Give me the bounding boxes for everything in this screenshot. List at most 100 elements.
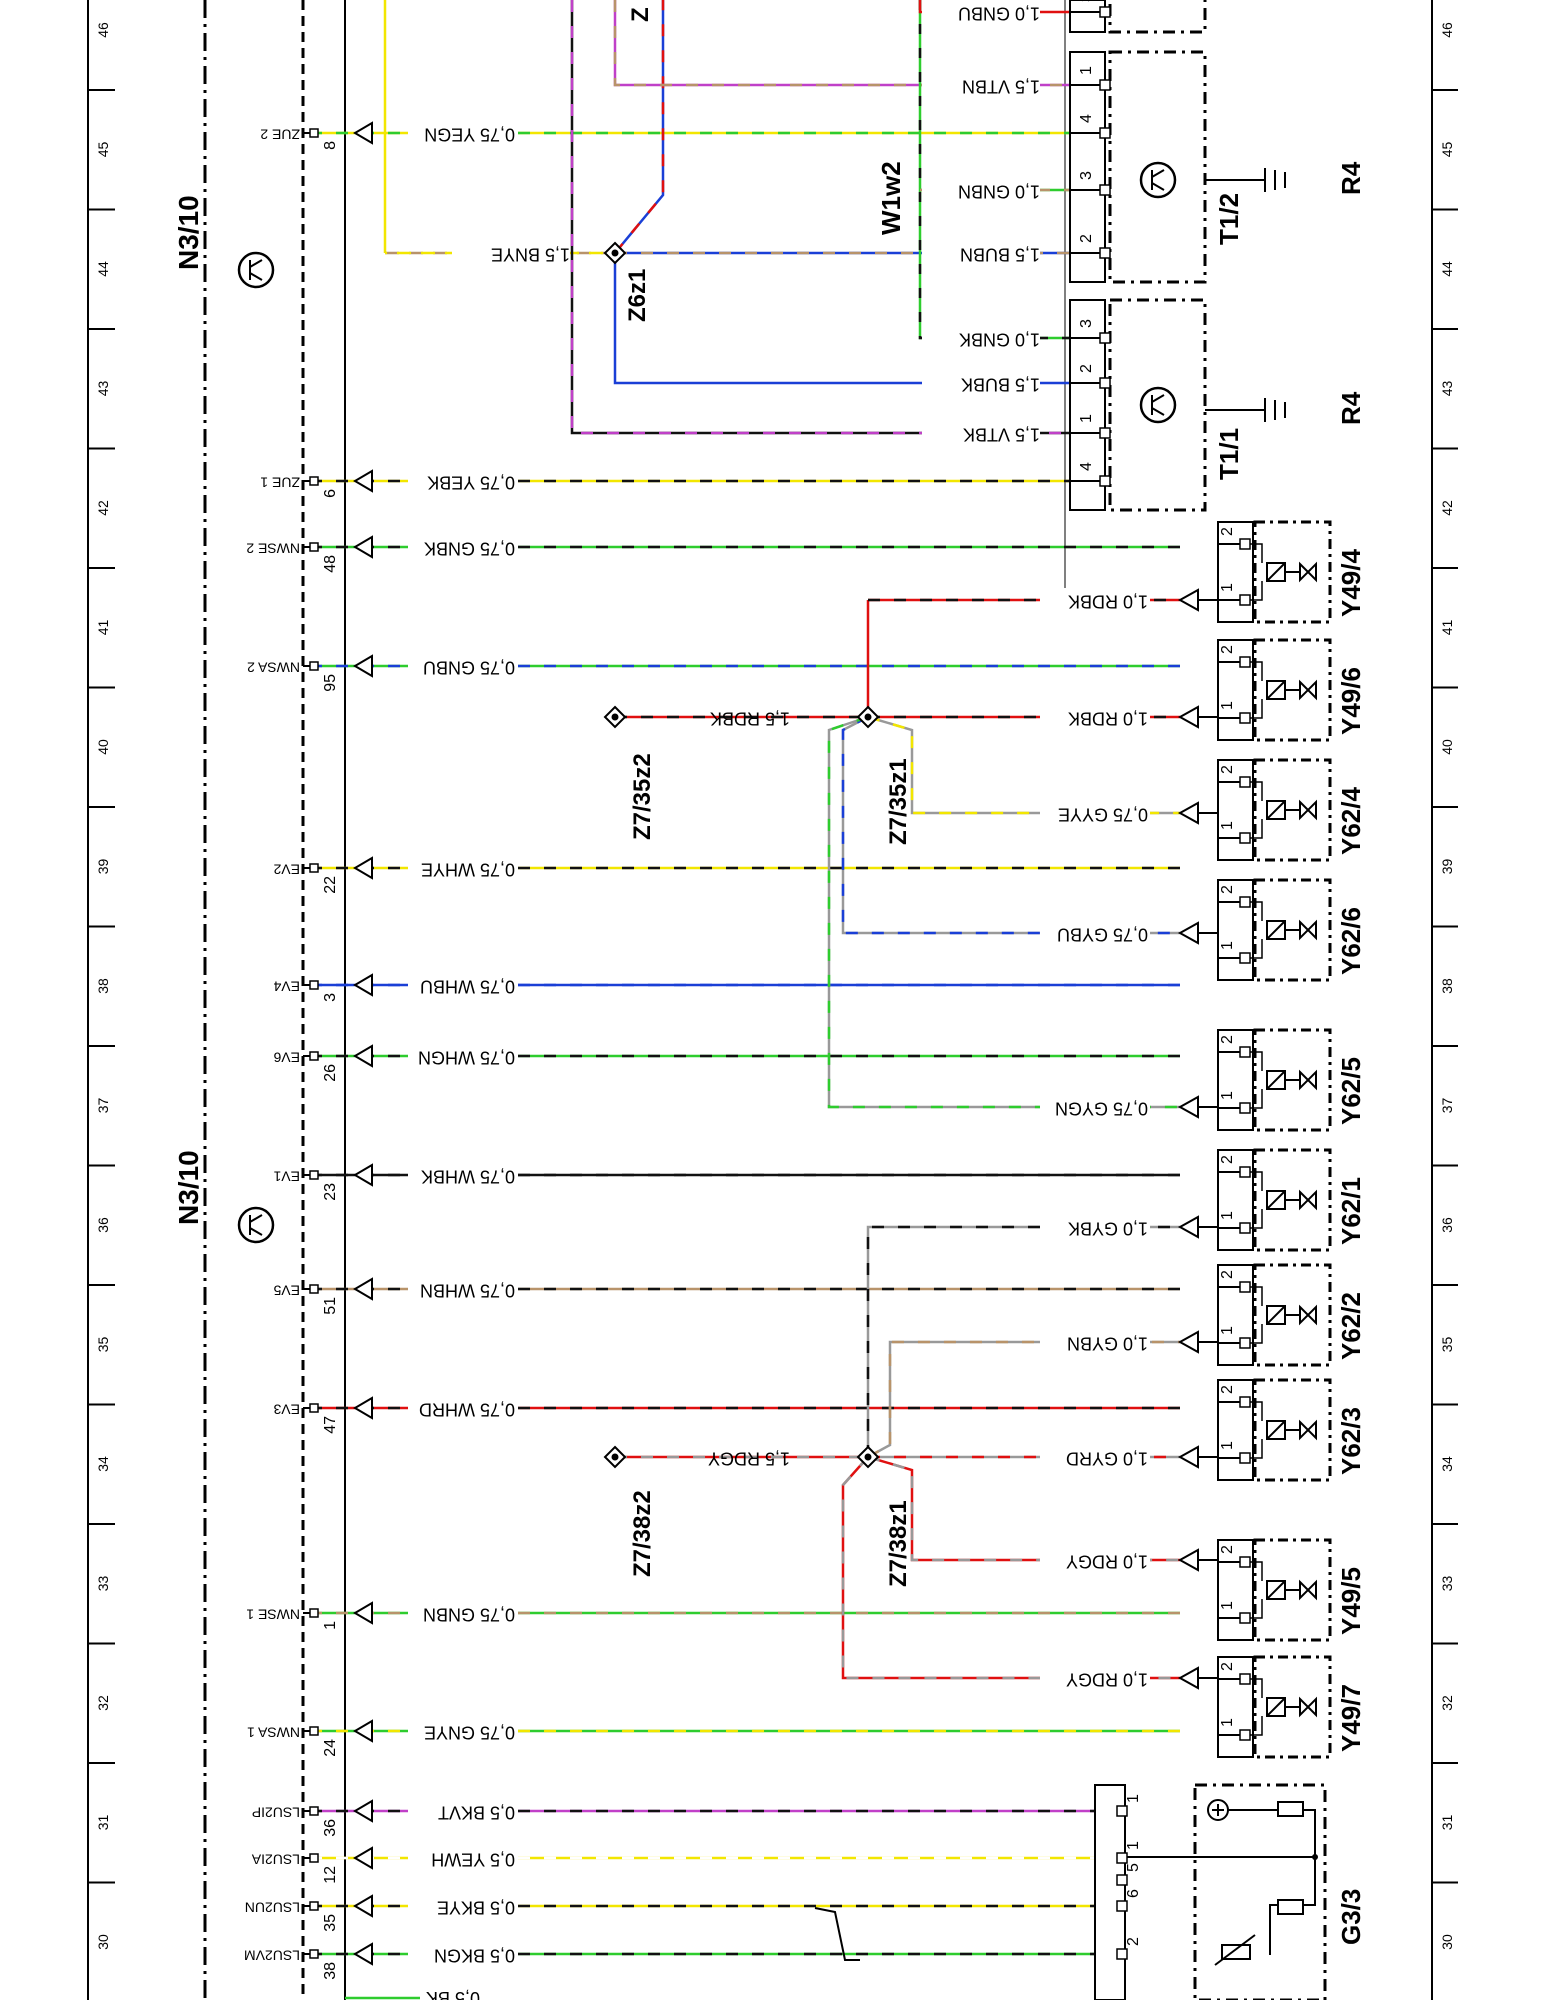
pin-socket: [1239, 776, 1251, 788]
label-bg: [1040, 921, 1150, 945]
connector-pin-label: 2: [1125, 1937, 1142, 1946]
label-bg: [922, 73, 1040, 97]
pin-socket: [1099, 475, 1111, 487]
ruler-number-left: 31: [95, 1815, 111, 1831]
valve-pin-number: 2: [1219, 1270, 1236, 1279]
arrow-icon: [353, 469, 373, 493]
ruler-number-right: 33: [1439, 1576, 1455, 1592]
wire-label: 0,5 BKYE: [437, 1897, 515, 1917]
connector-pin-label: 3: [1078, 171, 1095, 180]
valve-pin-number: 1: [1219, 1211, 1236, 1220]
ruler-number-right: 46: [1439, 22, 1455, 38]
ruler-number-left: 30: [95, 1934, 111, 1950]
pin-socket: [1099, 377, 1111, 389]
ruler-number-left: 42: [95, 500, 111, 516]
pin-socket: [1116, 1805, 1128, 1817]
pin-socket: [1239, 656, 1251, 668]
pin-number: 95: [322, 674, 339, 692]
pin-socket: [309, 476, 319, 486]
signal-label: NWSA 1: [247, 1724, 300, 1740]
ruler-number-left: 32: [95, 1695, 111, 1711]
sensor-wire-label: 1,5 BUBK: [961, 374, 1040, 394]
valve-pin-number: 1: [1219, 701, 1236, 710]
label-bg: [408, 1799, 518, 1823]
wire-label: 0,75 GNBU: [423, 657, 515, 677]
arrow-icon: [353, 856, 373, 880]
valve-wire-label: 1,0 RDGY: [1066, 1669, 1148, 1689]
arrow-icon: [1177, 1666, 1199, 1690]
valve-icon: [1299, 1696, 1317, 1718]
label-bg: [408, 973, 518, 997]
pin-socket: [1239, 1729, 1251, 1741]
ruler-number-right: 38: [1439, 978, 1455, 994]
sensor-wire-label: 1,0 GNBK: [959, 329, 1040, 349]
valve-icon: [1299, 799, 1317, 821]
valve-icon: [1299, 679, 1317, 701]
label-bg: [1040, 705, 1150, 729]
ruler-number-left: 38: [95, 978, 111, 994]
pin-socket: [1239, 712, 1251, 724]
ruler-number-left: 35: [95, 1337, 111, 1353]
label-bg: [1040, 1666, 1150, 1690]
page-frame: [87, 0, 1433, 2000]
wire-label-bottom-partial: 0,5 BK: [426, 1988, 480, 2000]
pin-socket: [309, 1608, 319, 1618]
label-bg: [922, 178, 1040, 202]
connector-pin-label: 3: [1078, 0, 1095, 2]
wire-label-rdbk-15: 1,5 RDBK: [710, 708, 790, 728]
ruler-number-right: 30: [1439, 1934, 1455, 1950]
wire-label: 0,75 WHRD: [419, 1399, 515, 1419]
connector-pin-label: 1: [1078, 66, 1095, 75]
pin-socket: [1239, 832, 1251, 844]
sensor-wire-label: 1,5 BUBN: [960, 244, 1040, 264]
arrow-icon: [1177, 1330, 1199, 1354]
valve-wire-label: 1,0 RDGY: [1066, 1551, 1148, 1571]
resistor-icon: [1277, 1801, 1304, 1817]
label-bg: [408, 856, 518, 880]
valve-label: Y62/3: [1336, 1407, 1366, 1475]
ruler-number-right: 34: [1439, 1456, 1455, 1472]
pin-socket: [309, 980, 319, 990]
arrow-icon: [353, 1846, 373, 1870]
label-bg: [1040, 1095, 1150, 1119]
splice-node-z7-35z2: [603, 705, 627, 729]
bottom-partial-wire: 0,5 BK: [345, 1988, 480, 2000]
valve-label: Y62/6: [1336, 907, 1366, 975]
sensor-wire-label: 1,5 VTBN: [962, 76, 1040, 96]
signal-label: NWSE 2: [246, 540, 300, 556]
arrow-icon: [1177, 1215, 1199, 1239]
label-bg: [408, 1277, 518, 1301]
arrow-icon: [1177, 1548, 1199, 1572]
arrow-icon: [353, 1942, 373, 1966]
arrow-icon: [353, 1396, 373, 1420]
ecu-label-group-top: N3/10: [173, 195, 275, 289]
arrow-icon: [1177, 921, 1199, 945]
pin-socket: [309, 661, 319, 671]
ruler-number-right: 42: [1439, 500, 1455, 516]
ecu-label-group-bottom: N3/10: [173, 1150, 275, 1244]
ruler-number-right: 31: [1439, 1815, 1455, 1831]
label-bg: [922, 421, 1040, 445]
label-bg: [922, 326, 1040, 350]
signal-label: LSU2UN: [245, 1899, 300, 1915]
valve-pin-number: 1: [1219, 1601, 1236, 1610]
ruler-number-right: 37: [1439, 1098, 1455, 1114]
ruler-number-left: 41: [95, 620, 111, 636]
wire-label-rdgy-15: 1,5 RDGY: [708, 1448, 790, 1468]
valve-label: Y49/7: [1336, 1684, 1366, 1752]
ruler-number-right: 40: [1439, 739, 1455, 755]
sensor-t1: T1/2 T1/1 R4 R4 W1w2: [876, 0, 1366, 512]
pin-socket: [1099, 184, 1111, 196]
pin-number: 26: [322, 1064, 339, 1082]
ecu-label-bottom: N3/10: [173, 1150, 204, 1225]
valve-label: Y62/1: [1336, 1177, 1366, 1245]
pin-socket: [1099, 427, 1111, 439]
valve-pin-number: 2: [1219, 645, 1236, 654]
